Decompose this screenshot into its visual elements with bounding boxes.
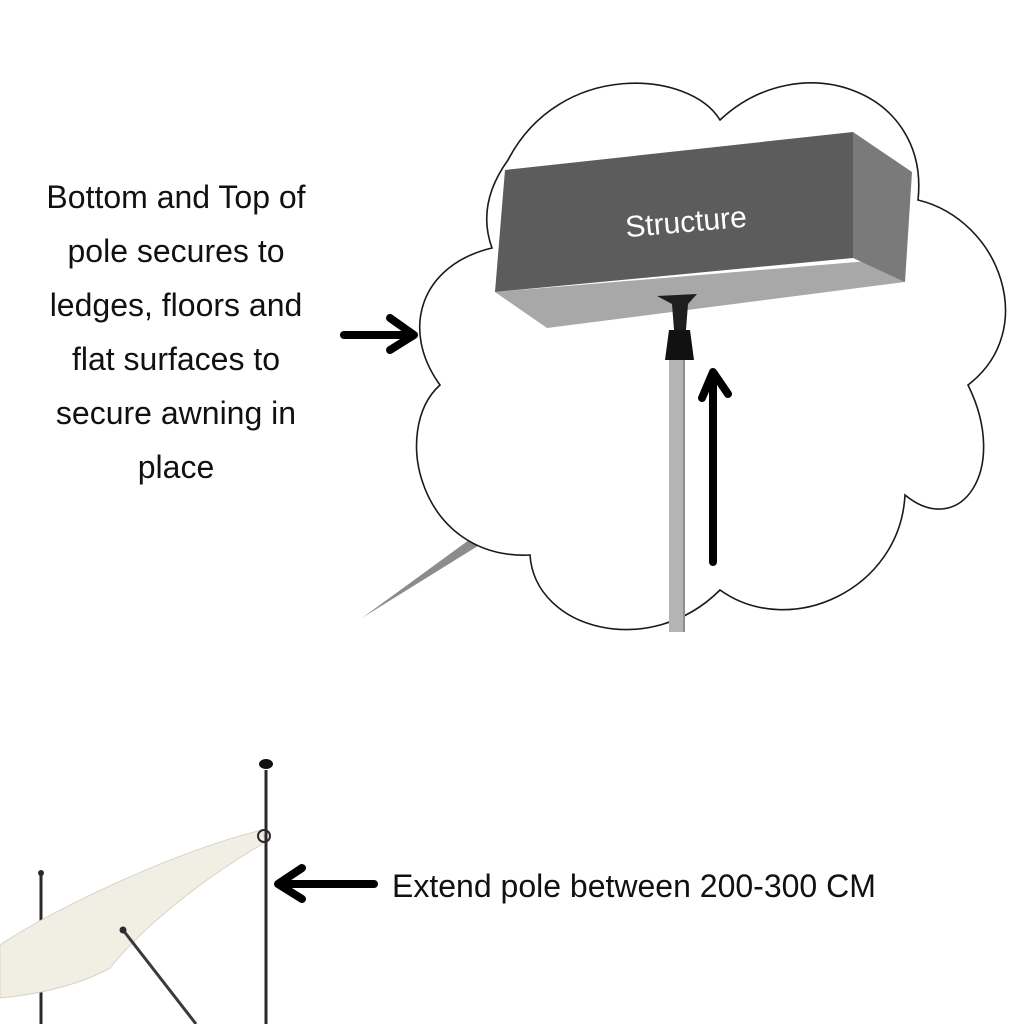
arrow-left-icon: [274, 864, 378, 903]
mounting-note-line: secure awning in: [55, 395, 297, 431]
pole-top-detail: [657, 294, 697, 632]
mounting-note: Bottom and Top of pole secures to ledges…: [8, 170, 344, 494]
mounting-note-line: pole secures to: [67, 233, 285, 269]
awning-illustration: [0, 759, 273, 1024]
structure-block: [495, 132, 912, 328]
mounting-note-line: place: [137, 449, 215, 485]
pole-length-note: Extend pole between 200-300 CM: [392, 868, 876, 904]
mounting-note-line: flat surfaces to: [71, 341, 281, 377]
arrow-up-icon: [698, 368, 732, 566]
mounting-note-line: Bottom and Top of: [46, 179, 306, 215]
arrow-right-icon: [340, 314, 418, 354]
mounting-note-line: ledges, floors and: [49, 287, 303, 323]
